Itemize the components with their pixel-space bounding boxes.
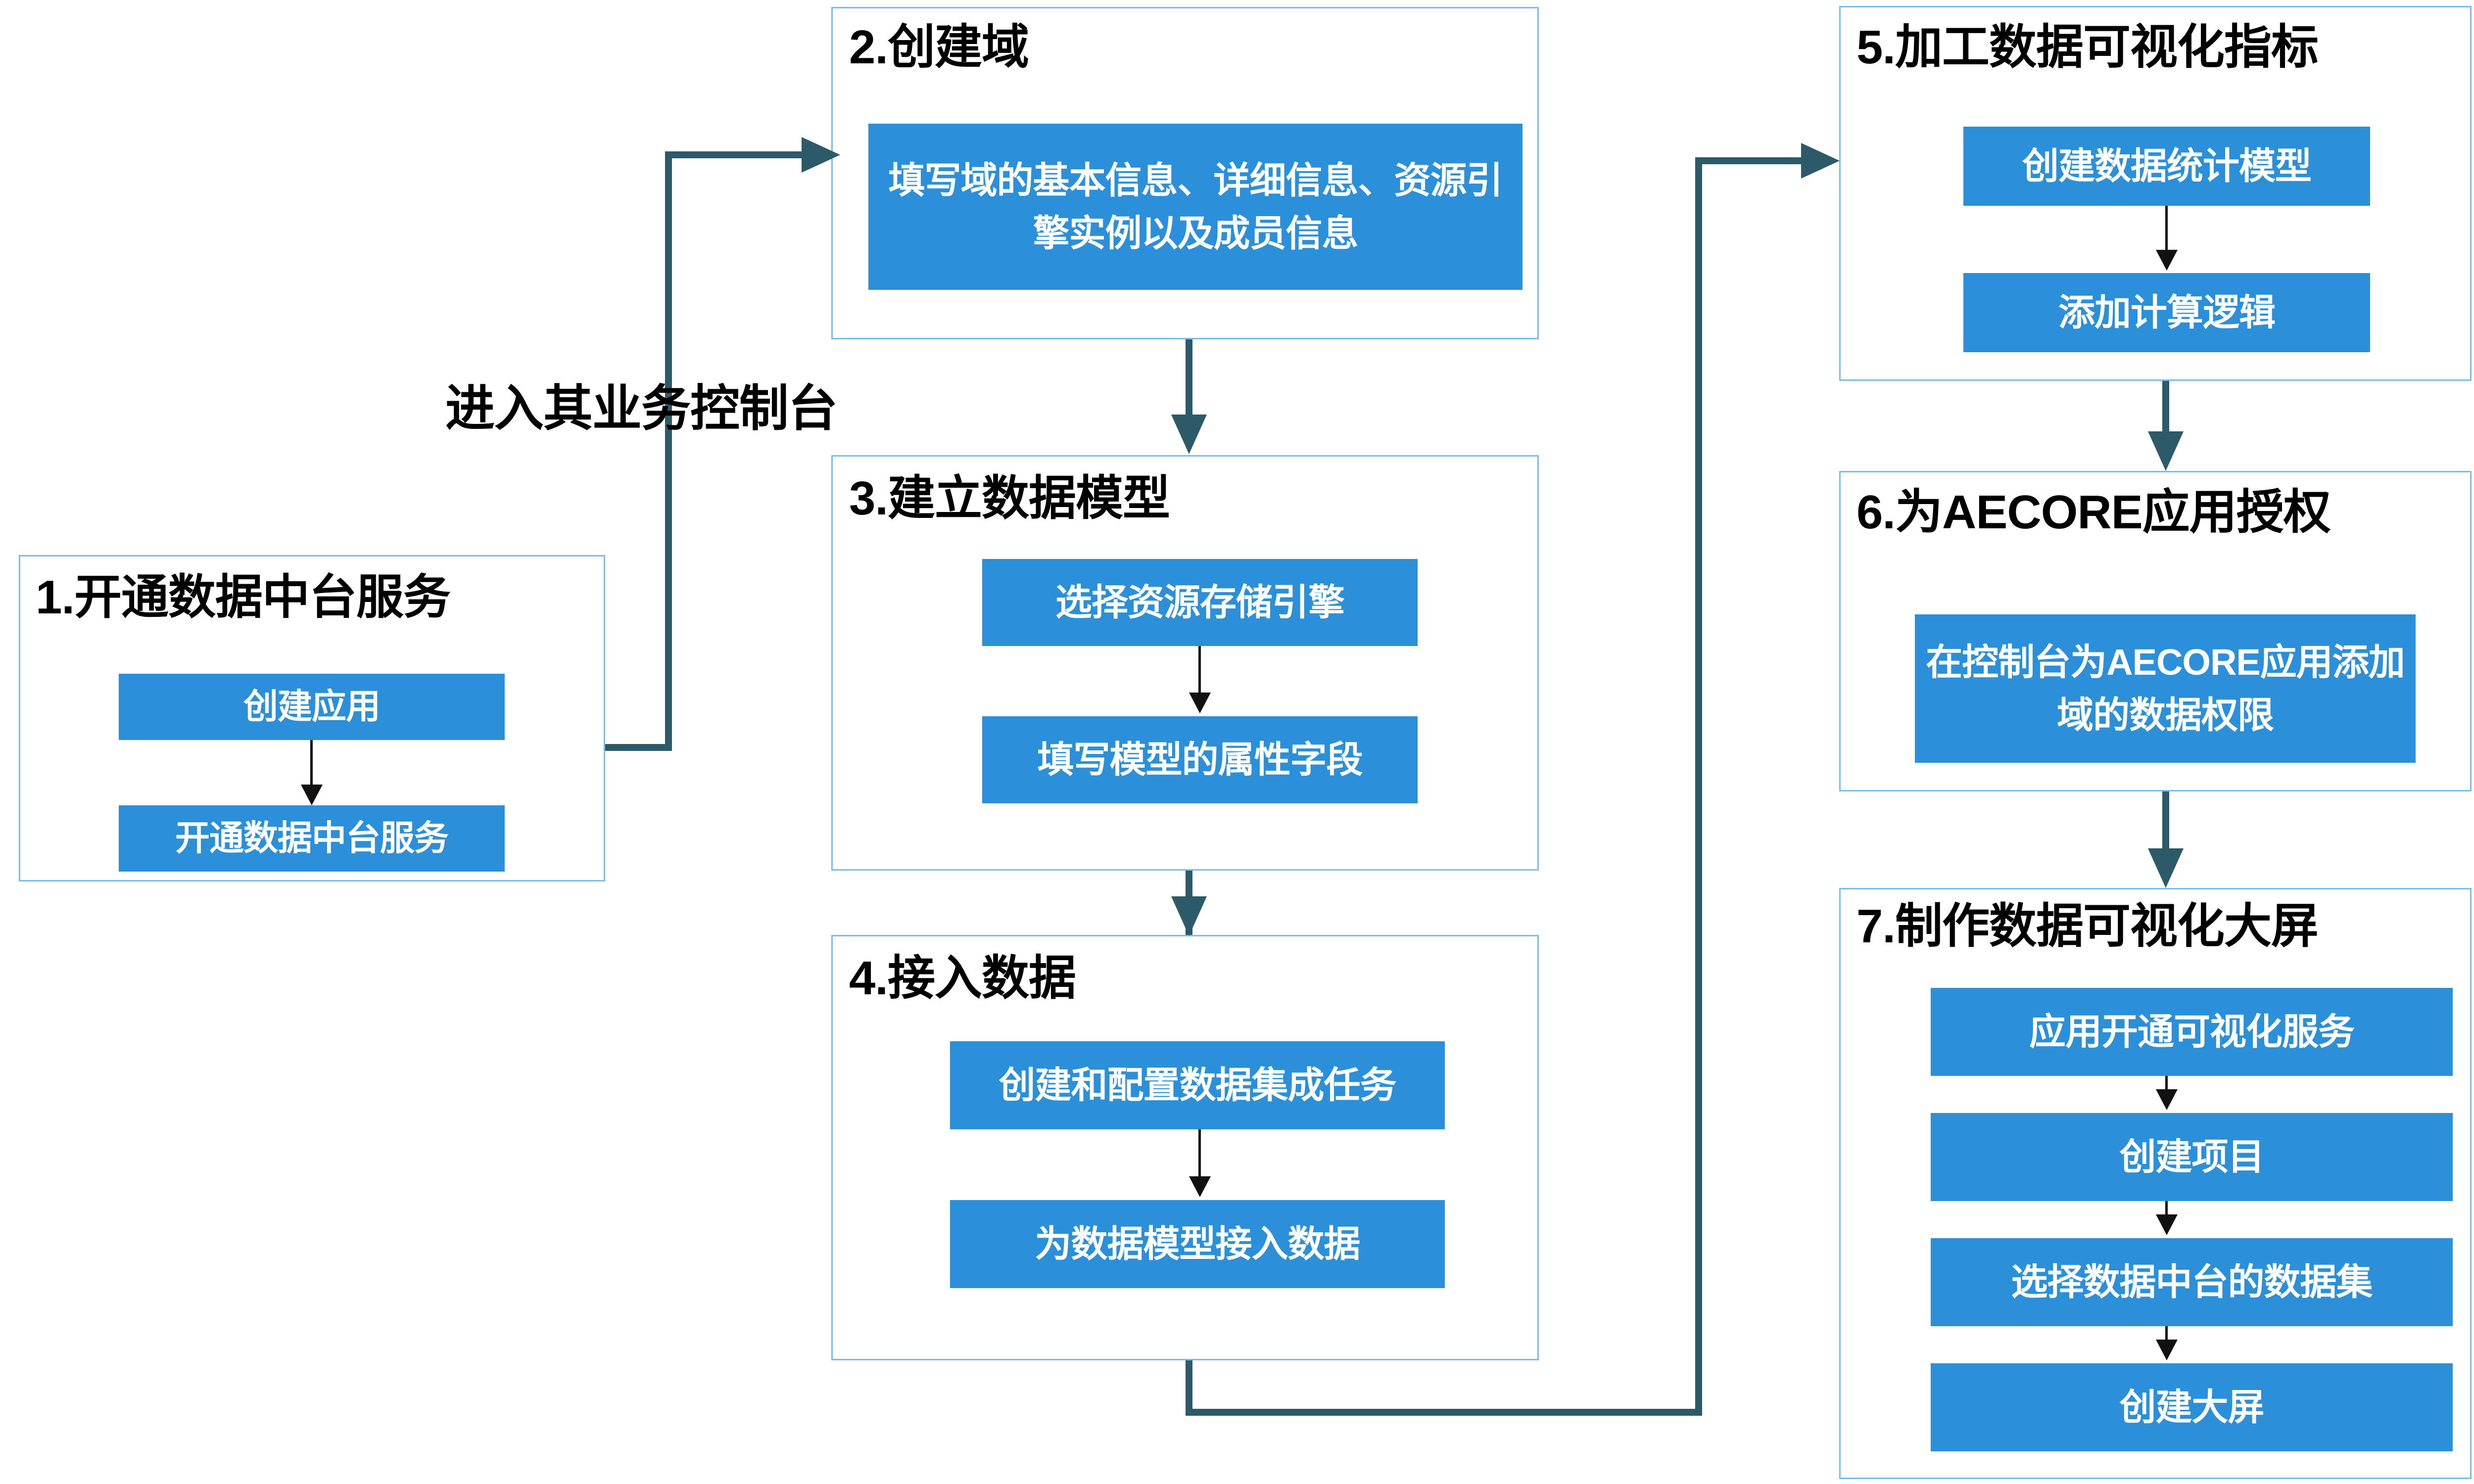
- edge-label-enter-console: 进入其业务控制台: [445, 381, 838, 436]
- inner-arrow-line-1a: [310, 740, 313, 793]
- inner-arrow-line-4a: [1198, 1129, 1201, 1188]
- process-box-authorize-aecore[interactable]: 在控制台为AECORE应用添加域的数据权限: [1915, 614, 2416, 763]
- inner-arrow-head-3a: [1189, 693, 1211, 713]
- process-box-create-integration-task[interactable]: 创建和配置数据集成任务: [950, 1041, 1445, 1129]
- step-title-4: 4.接入数据: [849, 952, 1076, 1005]
- connector-4to5-seg-v-up: [1695, 157, 1702, 1416]
- inner-arrow-line-5a: [2165, 206, 2168, 260]
- inner-arrow-head-1a: [301, 785, 323, 805]
- connector-1to2-arrowhead: [802, 137, 840, 173]
- inner-arrow-line-3a: [1198, 646, 1201, 703]
- inner-arrow-head-4a: [1189, 1176, 1211, 1197]
- step-title-2: 2.创建域: [849, 21, 1029, 74]
- process-box-enable-visual-service[interactable]: 应用开通可视化服务: [1931, 988, 2453, 1076]
- connector-6to7-seg-v: [2162, 791, 2169, 863]
- connector-2to3-seg-v: [1186, 339, 1192, 417]
- step-title-6: 6.为AECORE应用授权: [1856, 486, 2331, 539]
- process-box-enable-dataplatform[interactable]: 开通数据中台服务: [119, 805, 505, 872]
- connector-1to2-seg-h-bottom: [605, 744, 672, 751]
- step-title-7: 7.制作数据可视化大屏: [1856, 900, 2319, 953]
- step-title-3: 3.建立数据模型: [849, 472, 1170, 525]
- connector-6to7-arrowhead: [2148, 848, 2184, 888]
- process-box-create-dashboard[interactable]: 创建大屏: [1931, 1363, 2453, 1451]
- step-title-5: 5.加工数据可视化指标: [1856, 21, 2319, 74]
- connector-4to5-arrowhead: [1801, 143, 1840, 179]
- connector-4to5-seg-h-bottom: [1186, 1409, 1702, 1416]
- connector-1to2-seg-v: [665, 151, 672, 751]
- inner-arrow-head-5a: [2156, 250, 2178, 271]
- process-box-fill-model-fields[interactable]: 填写模型的属性字段: [982, 716, 1418, 803]
- connector-2to3-arrowhead: [1171, 415, 1207, 454]
- process-box-create-stats-model[interactable]: 创建数据统计模型: [1963, 127, 2370, 206]
- process-box-select-dataset[interactable]: 选择数据中台的数据集: [1931, 1238, 2453, 1326]
- process-box-add-compute-logic[interactable]: 添加计算逻辑: [1963, 273, 2370, 352]
- step-title-1: 1.开通数据中台服务: [36, 571, 451, 624]
- connector-5to6-arrowhead: [2148, 431, 2184, 471]
- connector-4to5-seg-h-top: [1695, 157, 1807, 164]
- connector-3to4-arrowhead: [1171, 896, 1207, 936]
- step-panel-4[interactable]: [831, 935, 1539, 1360]
- process-box-fill-domain-info[interactable]: 填写域的基本信息、详细信息、资源引擎实例以及成员信息: [868, 124, 1522, 290]
- inner-arrow-head-7a: [2156, 1089, 2178, 1110]
- process-box-ingest-to-model[interactable]: 为数据模型接入数据: [950, 1200, 1445, 1288]
- inner-arrow-head-7b: [2156, 1214, 2178, 1235]
- process-box-select-storage-engine[interactable]: 选择资源存储引擎: [982, 559, 1418, 646]
- process-box-create-project[interactable]: 创建项目: [1931, 1113, 2453, 1201]
- connector-4to5-seg-v-down: [1186, 1360, 1192, 1416]
- inner-arrow-head-7c: [2156, 1340, 2178, 1360]
- connector-1to2-seg-h-top: [665, 151, 809, 158]
- process-box-create-app[interactable]: 创建应用: [119, 674, 505, 740]
